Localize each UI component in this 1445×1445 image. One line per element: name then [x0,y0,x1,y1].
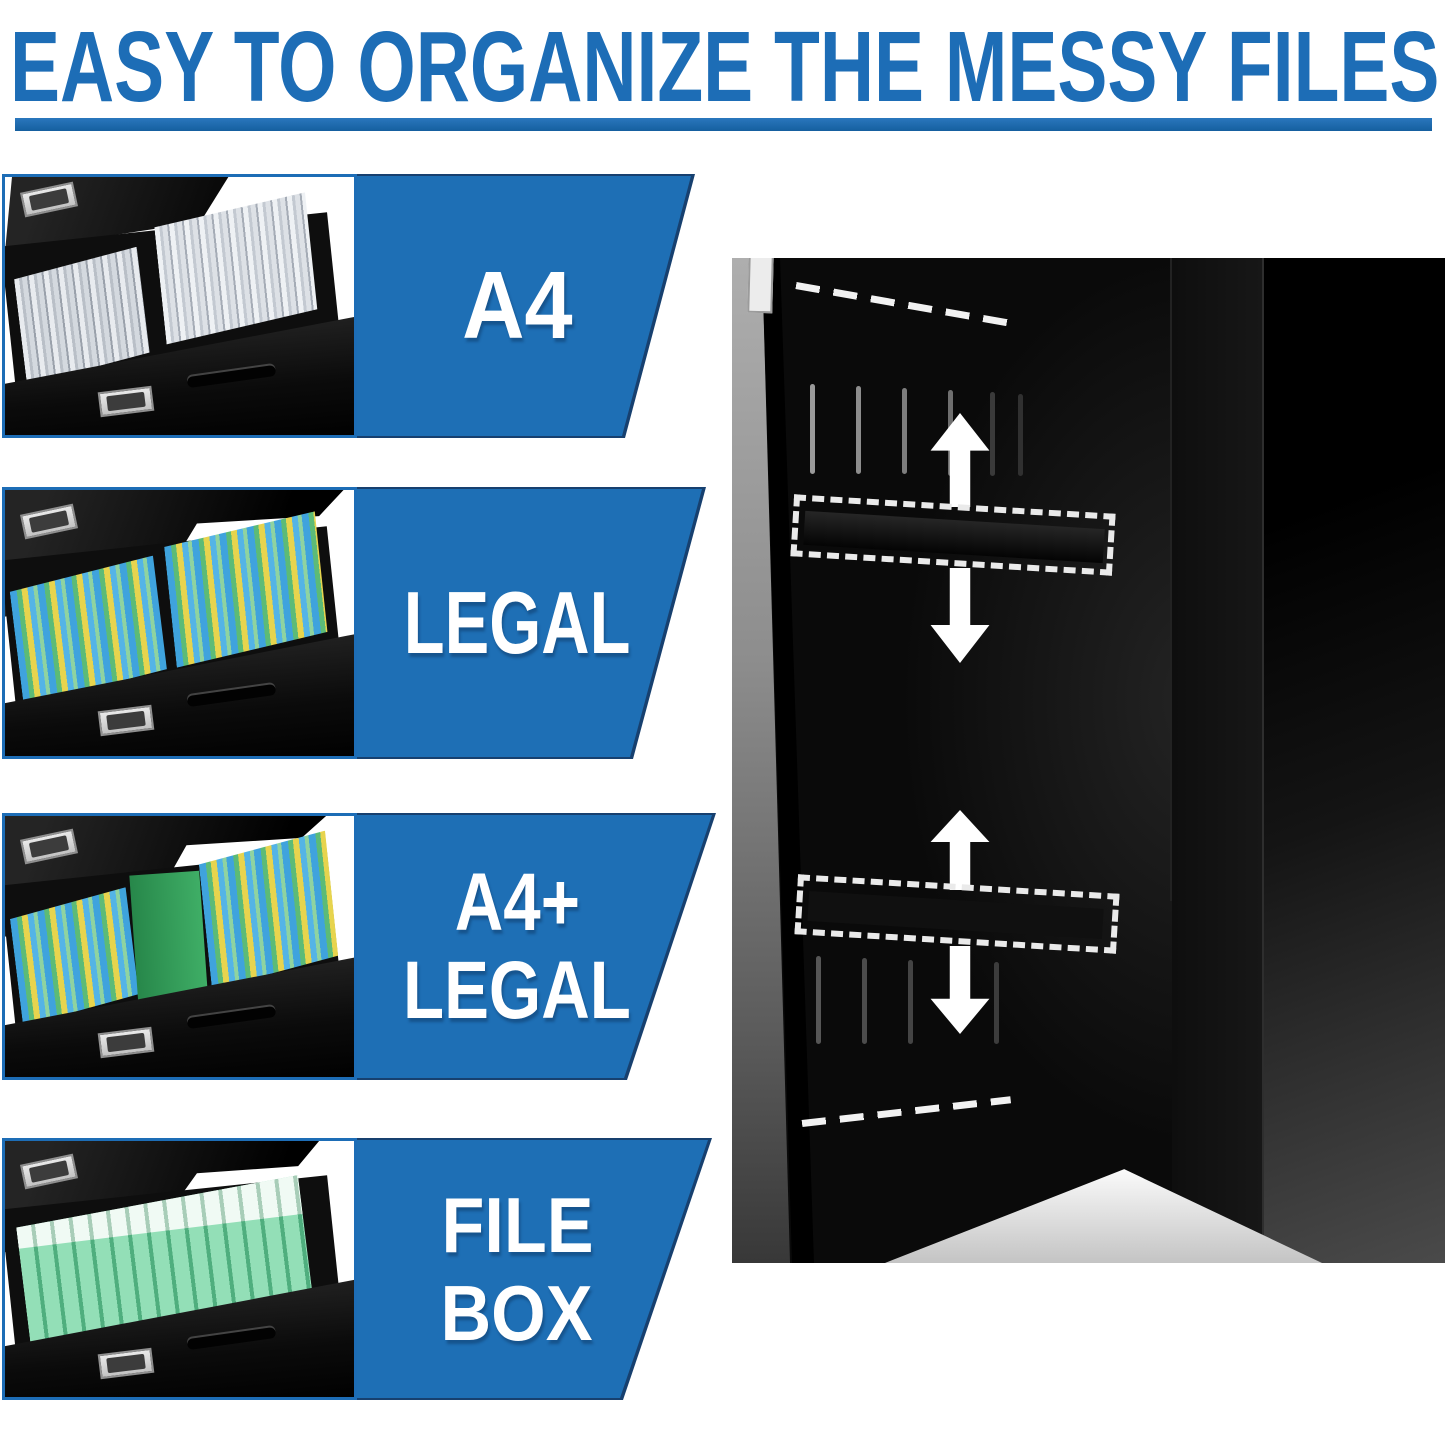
page-title: EASY TO ORGANIZE THE MESSY FILES [10,11,1440,123]
up-arrow-icon [930,413,990,507]
tag-label: LEGAL [357,487,722,759]
vent-slot [856,386,861,474]
vent-slot [810,384,815,474]
interior-side-panel [1172,258,1262,1263]
vent-slot [1018,394,1023,476]
drawer-handle-slot [186,1005,276,1030]
vent-slot [994,962,999,1044]
down-arrow-icon [930,946,990,1034]
tag-text-line: LEGAL [403,944,631,1036]
size-tag-a4-plus-legal: A4+ LEGAL [357,813,722,1080]
vent-slot [816,956,821,1044]
dashed-shelf-highlight [794,874,1120,954]
dashed-guide-line [795,282,1009,327]
drawer-photo-file-box [2,1138,357,1400]
tag-label: FILE BOX [357,1138,722,1400]
drawer-photo-legal [2,487,357,759]
vent-slot [862,958,867,1044]
drawer-photo-a4-legal [2,813,357,1080]
size-tag-file-box: FILE BOX [357,1138,722,1400]
dashed-shelf-highlight [790,494,1116,576]
tag-text-line: FILE [440,1181,594,1269]
size-tag-legal: LEGAL [357,487,722,759]
size-tag-a4: A4 [357,174,722,438]
tag-text-line: LEGAL [403,573,631,672]
open-door-panel [1262,258,1445,1263]
hanging-tag [747,258,774,314]
tag-text-line: A4+ [454,856,580,948]
tag-label: A4+ LEGAL [357,813,722,1080]
drawer-handle-slot [186,683,276,707]
tag-label: A4 [357,174,722,438]
vent-slot [908,960,913,1044]
tag-text-line: A4 [461,252,573,359]
up-arrow-icon [930,810,990,890]
drawer-photo-a4 [2,174,357,438]
interior-corner-line [1170,258,1172,902]
down-arrow-icon [930,568,990,663]
title-underline [15,118,1432,131]
drawer-handle-slot [186,364,276,388]
cabinet-interior-photo [732,258,1445,1263]
dashed-guide-line [801,1096,1012,1127]
vent-slot [902,388,907,474]
drawer-handle-slot [186,1327,276,1351]
tag-text-line: BOX [440,1269,594,1357]
vent-slot [990,392,995,476]
